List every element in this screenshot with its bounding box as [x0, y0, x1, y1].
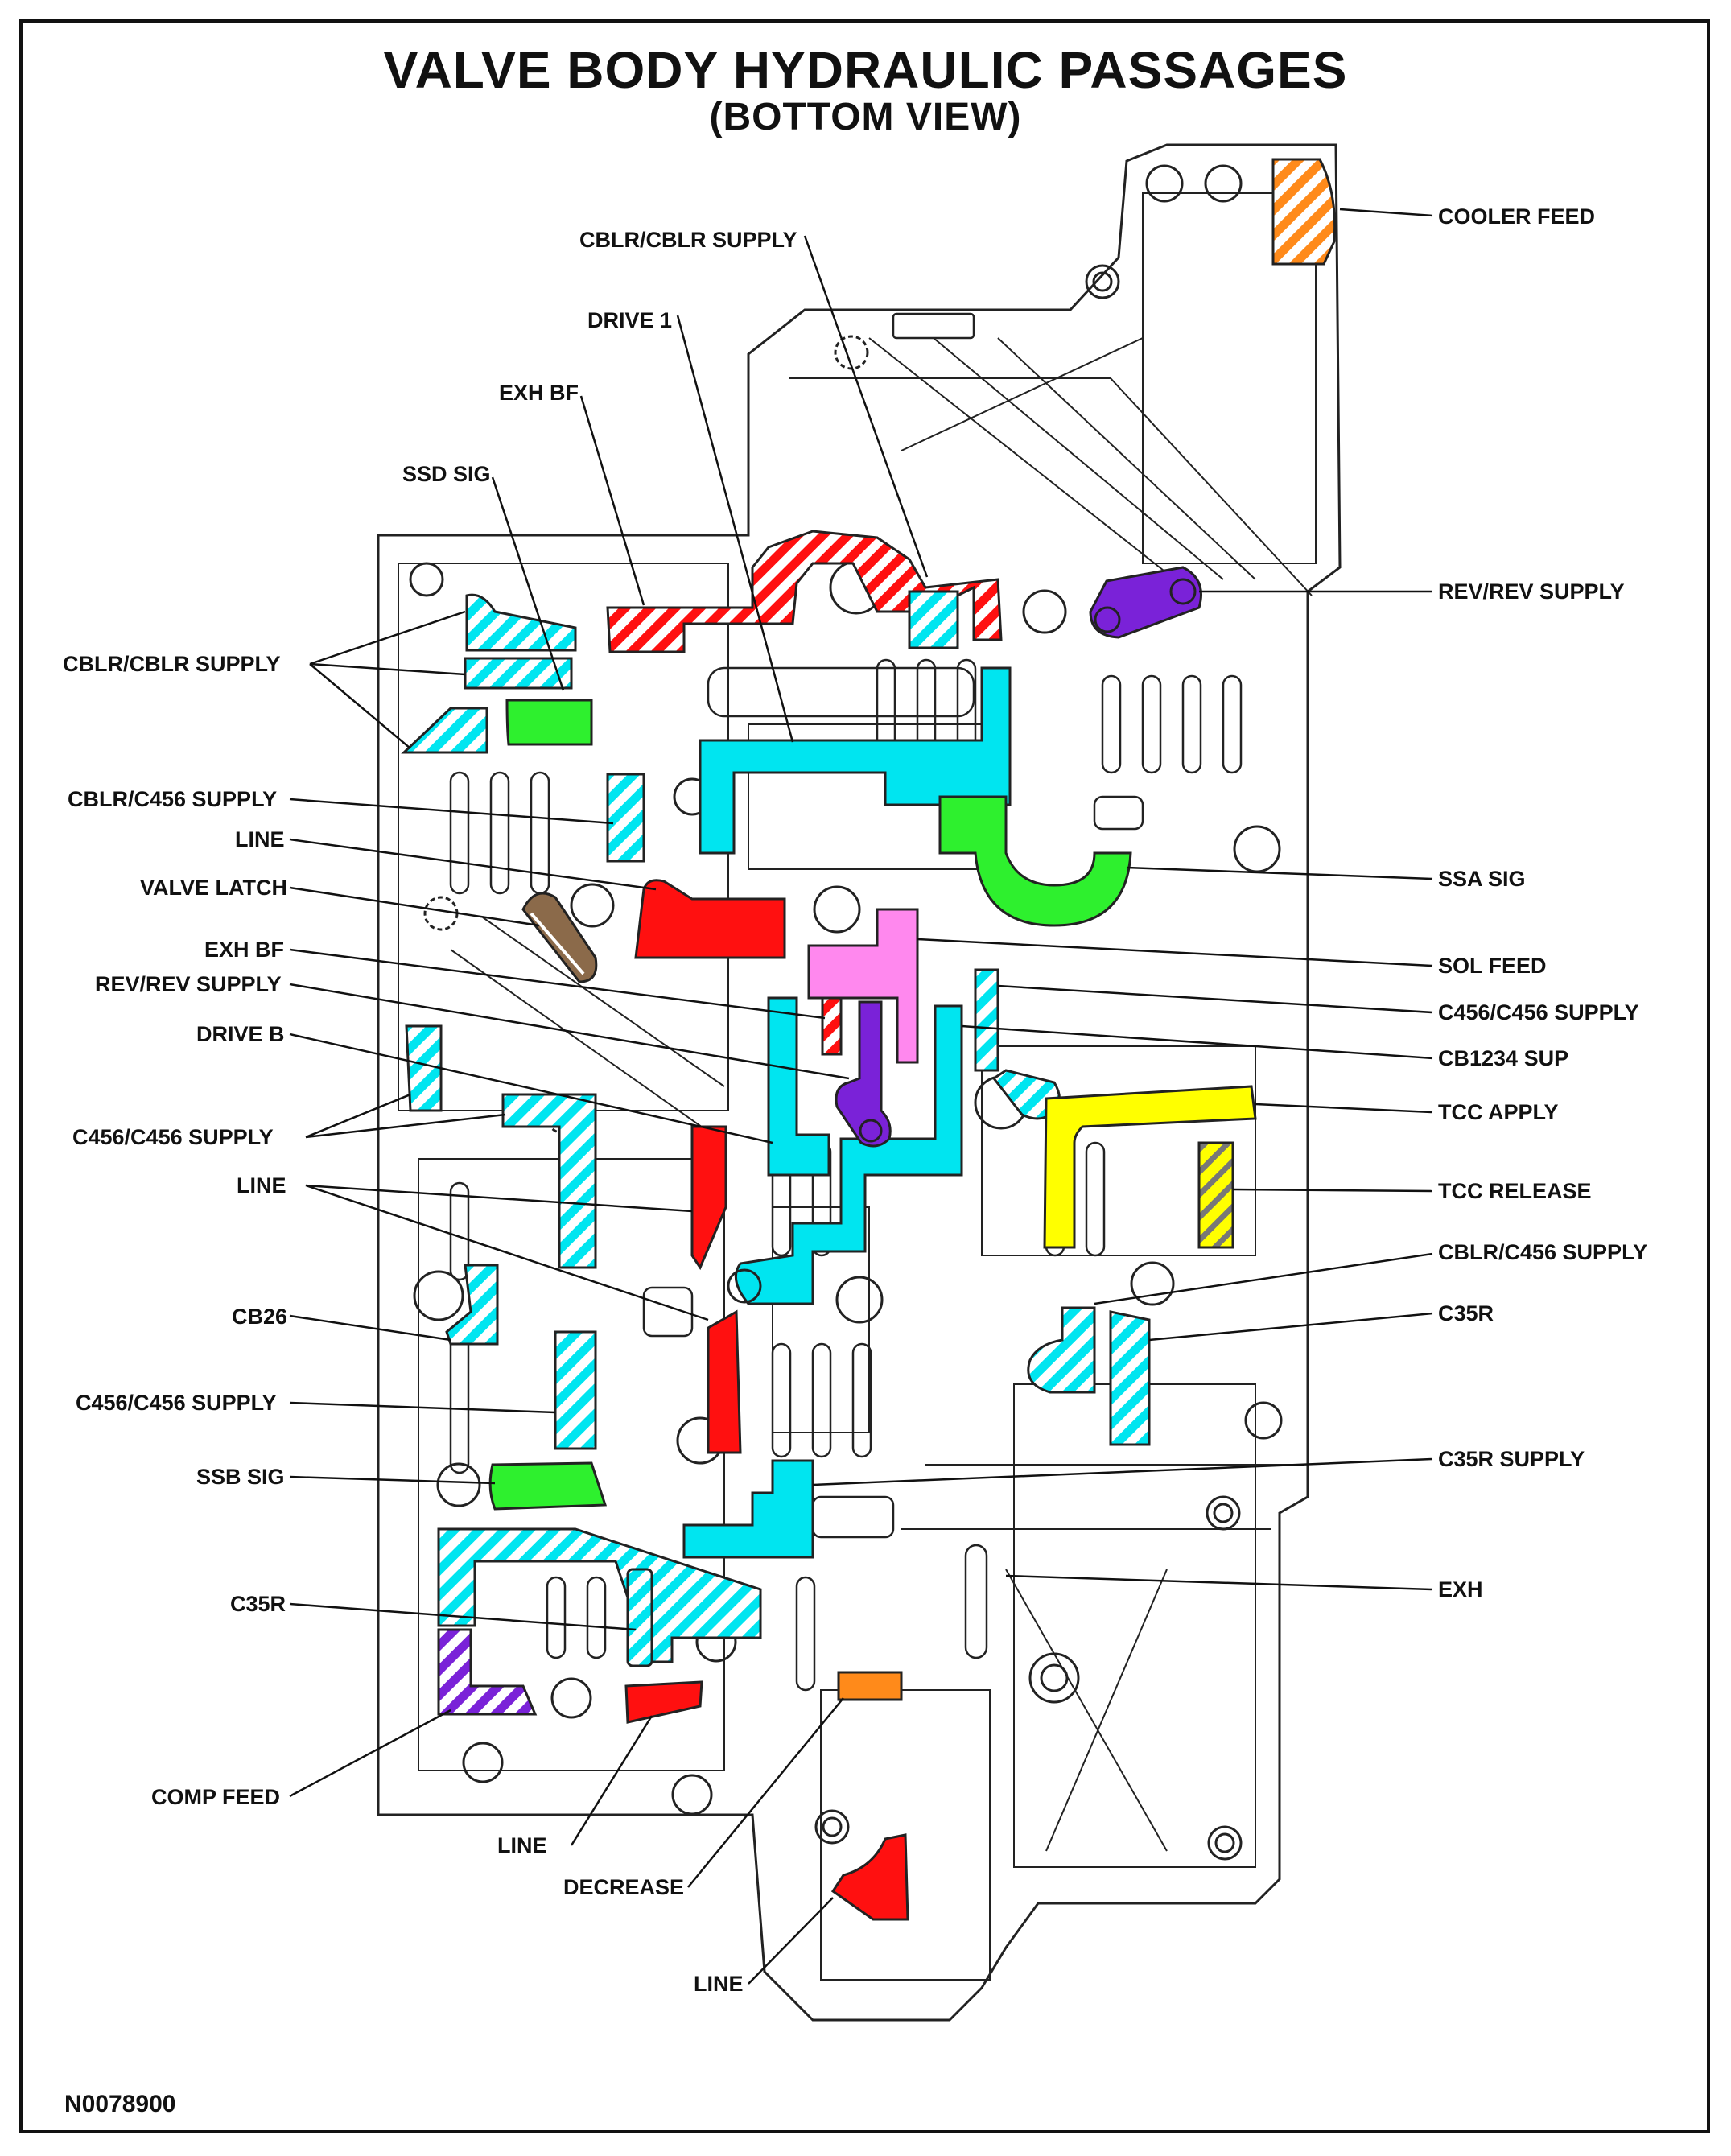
- label-cblr-c456-left: CBLR/C456 SUPPLY: [68, 787, 277, 811]
- diagram-subtitle: (BOTTOM VIEW): [709, 96, 1022, 138]
- label-comp-feed: COMP FEED: [151, 1785, 280, 1809]
- rev-supply-passage-mid: [835, 1000, 892, 1148]
- cb26-passage: [445, 1264, 499, 1346]
- line-passage-bottom: [830, 1833, 909, 1921]
- label-line-3: LINE: [497, 1833, 547, 1857]
- label-cooler-feed: COOLER FEED: [1438, 204, 1595, 229]
- label-line-2: LINE: [237, 1173, 286, 1198]
- label-c35r-left: C35R: [230, 1592, 286, 1616]
- label-cblr-supply-top: CBLR/CBLR SUPPLY: [579, 228, 797, 252]
- diagram-labels: COOLER FEED CBLR/CBLR SUPPLY DRIVE 1 EXH…: [63, 204, 1647, 1996]
- label-cb26: CB26: [232, 1305, 287, 1329]
- label-cblr-supply-left: CBLR/CBLR SUPPLY: [63, 652, 281, 676]
- drive-1-passage: [699, 666, 1012, 855]
- tcc-release-passage: [1197, 1141, 1234, 1249]
- label-c456-right: C456/C456 SUPPLY: [1438, 1000, 1639, 1024]
- cb1234-sup-passage: [727, 996, 963, 1305]
- label-line-1: LINE: [235, 827, 285, 851]
- c35r-supply-passage: [682, 1459, 814, 1559]
- label-c456-left-2: C456/C456 SUPPLY: [76, 1391, 277, 1415]
- label-exh-bf-mid: EXH BF: [204, 938, 284, 962]
- label-decrease: DECREASE: [563, 1875, 684, 1899]
- label-tcc-apply: TCC APPLY: [1438, 1100, 1559, 1124]
- sol-feed-passage: [807, 908, 919, 1064]
- label-c35r-right: C35R: [1438, 1301, 1494, 1325]
- label-sol-feed: SOL FEED: [1438, 954, 1547, 978]
- valve-body-bolt-holes: [409, 164, 1283, 1861]
- label-valve-latch: VALVE LATCH: [140, 876, 287, 900]
- cblr-supply-passages-top: [401, 590, 959, 863]
- c35r-passage-left: [437, 1527, 762, 1667]
- label-exh-bf-top: EXH BF: [499, 381, 579, 405]
- label-tcc-release: TCC RELEASE: [1438, 1179, 1592, 1203]
- ssb-sig-passage: [488, 1461, 608, 1511]
- valve-body-outline: [377, 143, 1342, 2022]
- label-c456-left-1: C456/C456 SUPPLY: [72, 1125, 274, 1149]
- c456-supply-passages-left: [405, 1024, 597, 1450]
- label-rev-supply-left: REV/REV SUPPLY: [95, 972, 282, 996]
- comp-feed-passage: [437, 1628, 538, 1716]
- label-cblr-c456-right: CBLR/C456 SUPPLY: [1438, 1240, 1647, 1264]
- document-id: N0078900: [64, 2091, 176, 2117]
- line-passages-center: [690, 1125, 742, 1454]
- ssd-sig-passage: [505, 699, 593, 746]
- label-ssd-sig: SSD SIG: [402, 462, 491, 486]
- label-drive-1: DRIVE 1: [587, 308, 672, 332]
- label-line-4: LINE: [694, 1972, 744, 1996]
- cooler-feed-passage: [1271, 158, 1337, 266]
- tcc-apply-passage: [1043, 1085, 1257, 1249]
- label-rev-supply-right: REV/REV SUPPLY: [1438, 579, 1625, 604]
- valve-latch-passage: [521, 892, 598, 983]
- diagram-title: VALVE BODY HYDRAULIC PASSAGES: [383, 41, 1348, 99]
- label-ssa-sig: SSA SIG: [1438, 867, 1526, 891]
- line-passage-lower: [624, 1680, 703, 1724]
- exh-bf-passage-mid: [821, 996, 843, 1056]
- leader-lines: [289, 208, 1433, 1985]
- label-drive-b: DRIVE B: [196, 1022, 285, 1046]
- label-exh: EXH: [1438, 1577, 1483, 1602]
- c35r-passage-right: [1109, 1310, 1151, 1446]
- c456-supply-passages-right: [974, 968, 1061, 1120]
- label-cb1234: CB1234 SUP: [1438, 1046, 1568, 1070]
- exh-bf-passage-top: [606, 530, 1003, 653]
- cblr-c456-passage-right: [1027, 1306, 1096, 1394]
- decrease-passage: [837, 1671, 903, 1701]
- line-passage-1: [634, 879, 786, 959]
- page-border: [19, 19, 1710, 2133]
- label-ssb-sig: SSB SIG: [196, 1465, 285, 1489]
- label-c35r-supply: C35R SUPPLY: [1438, 1447, 1585, 1471]
- rev-supply-passage-top: [1089, 566, 1202, 639]
- ssa-sig-passage: [938, 795, 1132, 927]
